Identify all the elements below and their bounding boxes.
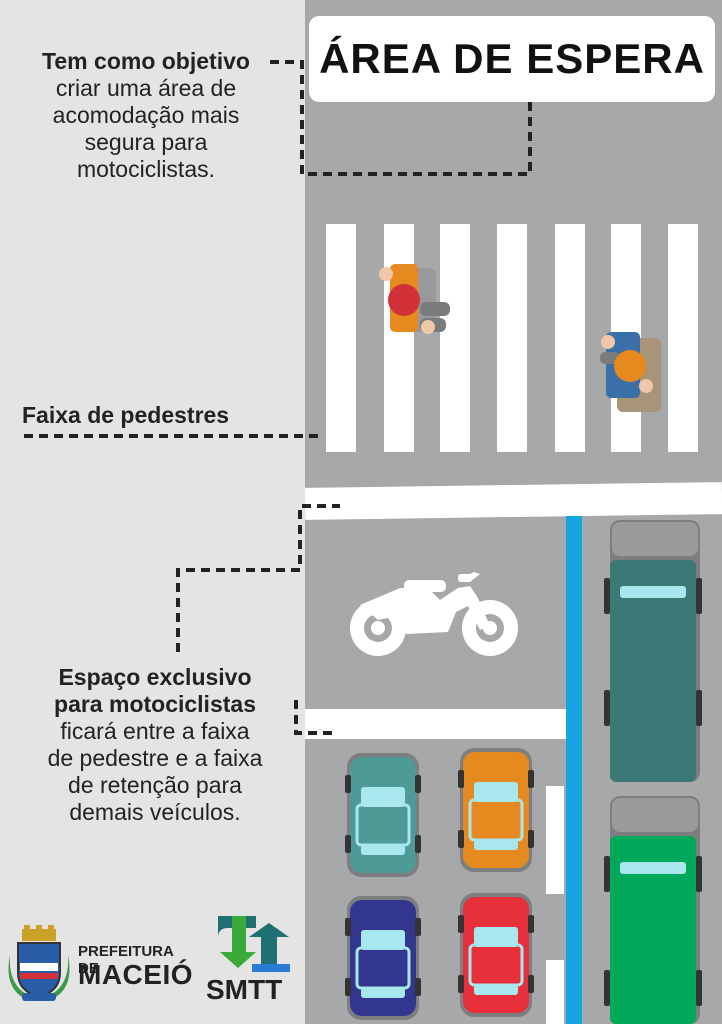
truck-teal (604, 520, 702, 782)
objective-line-2: criar uma área de (55, 74, 237, 101)
prefeitura-line-1: PREFEITURA DE (78, 943, 174, 977)
prefeitura-maceio-logo: PREFEITURA DE MACEIÓ (8, 925, 198, 1005)
exclusive-line-4: de pedestre e a faixa (47, 744, 263, 771)
exclusive-space-text: Espaço exclusivo para motociclistas fica… (10, 664, 300, 825)
smtt-arrows-icon (218, 916, 290, 972)
motorcycle-icon (350, 572, 518, 656)
exclusive-line-1: Espaço exclusivo (58, 664, 252, 690)
exclusive-line-6: demais veículos. (69, 798, 241, 825)
page-title: ÁREA DE ESPERA (319, 35, 705, 82)
car-navy (343, 894, 423, 1022)
objective-line-5: motociclistas. (76, 155, 216, 182)
objective-line-1: Tem como objetivo (42, 48, 250, 74)
smtt-label: SMTT (206, 974, 283, 1005)
objective-line-4: segura para (84, 128, 208, 155)
car-red (456, 891, 536, 1019)
prefeitura-line-2: MACEIÓ (78, 959, 193, 990)
car-orange (456, 746, 536, 874)
crosswalk-label: Faixa de pedestres (22, 402, 230, 428)
crosswalk (326, 224, 698, 452)
smtt-logo: SMTT (204, 912, 304, 1012)
dashed-connectors (24, 60, 532, 735)
objective-line-3: acomodação mais (52, 101, 240, 128)
exclusive-line-3: ficará entre a faixa (60, 717, 250, 744)
car-teal (343, 751, 423, 879)
exclusive-line-5: de retenção para (68, 771, 242, 798)
blue-lane-line (566, 516, 582, 1024)
pedestrian-orange (379, 264, 450, 334)
truck-green (604, 796, 702, 1024)
exclusive-line-2: para motociclistas (54, 690, 256, 717)
objective-text: Tem como objetivo criar uma área de acom… (10, 48, 282, 183)
coat-of-arms-icon (8, 925, 70, 1001)
title-banner: ÁREA DE ESPERA (309, 16, 715, 102)
pedestrian-blue (600, 332, 661, 412)
